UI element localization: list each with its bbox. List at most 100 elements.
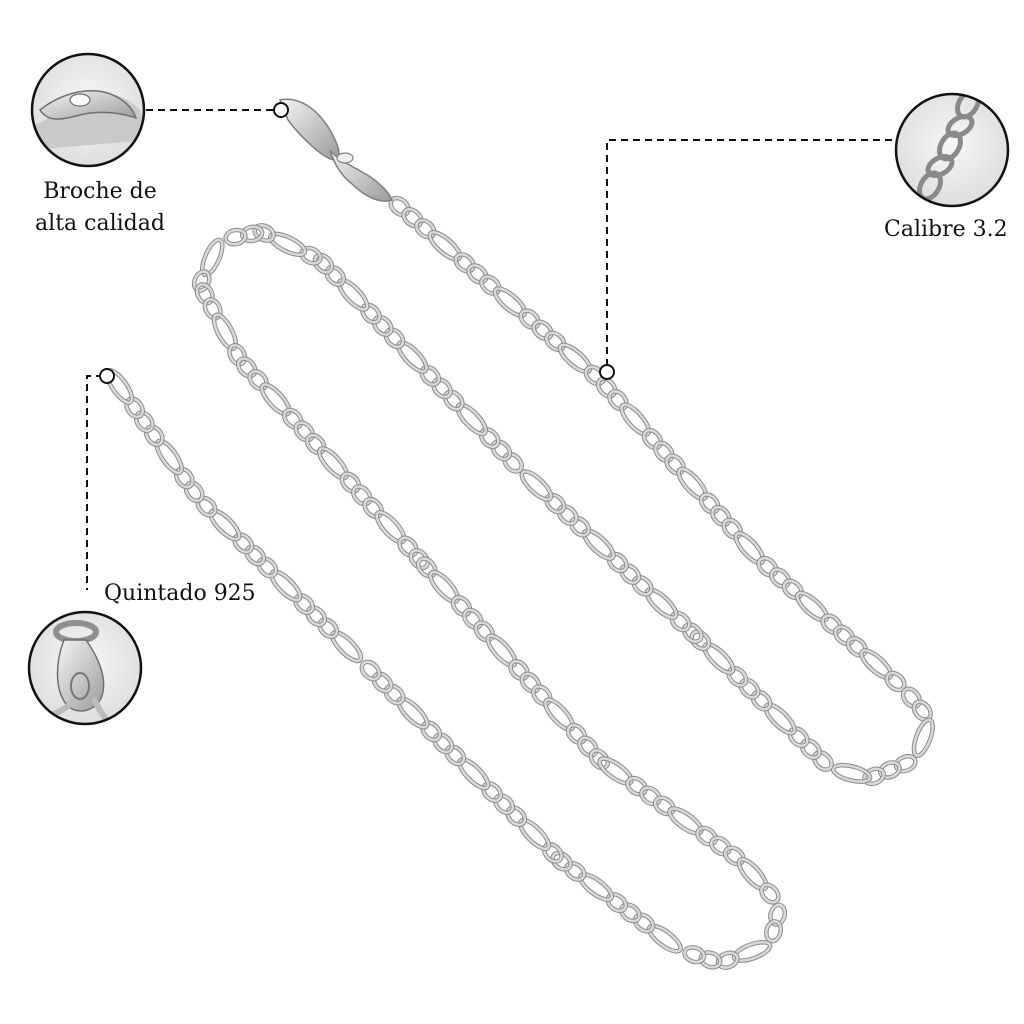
chain-link-highlight: [283, 408, 303, 429]
chain-link-highlight: [846, 637, 867, 657]
chain-link-highlight: [361, 303, 381, 324]
chain-link-highlight: [375, 511, 406, 544]
chain-link-highlight: [458, 758, 490, 790]
chain-link-highlight: [739, 678, 760, 699]
chain-link-highlight: [432, 378, 452, 399]
chain-link-highlight: [415, 219, 436, 239]
chain-link-highlight: [831, 763, 872, 783]
chain-link-highlight: [589, 749, 610, 770]
chain-link-highlight: [566, 723, 587, 744]
chain-link-highlight: [294, 594, 314, 614]
chain-link-highlight: [445, 745, 466, 766]
chain-link-highlight: [734, 532, 765, 565]
chain-link-highlight: [737, 858, 768, 891]
chain-link-highlight: [429, 570, 460, 603]
stamp-leader-line: [86, 375, 103, 590]
chain-link-highlight: [834, 625, 855, 646]
chain-link-highlight: [224, 228, 247, 246]
chain-link-highlight: [456, 403, 487, 436]
chain-link-highlight: [683, 946, 706, 964]
chain-link-highlight: [493, 287, 527, 317]
chain-link-highlight: [241, 225, 264, 243]
chain-link-highlight: [642, 428, 663, 450]
chain-link-highlight: [711, 505, 731, 527]
chain-link-highlight: [212, 313, 238, 351]
chain-link-highlight: [306, 606, 327, 627]
chain-link-highlight: [690, 630, 711, 651]
chain-link-highlight: [620, 903, 641, 923]
chain-link-highlight: [532, 685, 552, 706]
chain-link-highlight: [606, 893, 628, 913]
chain-link-highlight: [467, 264, 488, 284]
chain-link-highlight: [494, 794, 514, 814]
chain-link-highlight: [313, 253, 334, 274]
chain-link-highlight: [305, 433, 326, 455]
chain-link-highlight: [532, 320, 553, 340]
clasp-closeup-lens: [30, 52, 146, 168]
chain-link-highlight: [372, 315, 393, 336]
chain-link-highlight: [640, 786, 661, 806]
chain-link-highlight: [433, 733, 454, 754]
chain-link-highlight: [757, 556, 778, 577]
chain-link-highlight: [268, 232, 307, 256]
chain-link-highlight: [764, 703, 796, 735]
chain-link-highlight: [578, 736, 598, 757]
chain-link-highlight: [228, 344, 247, 366]
gauge-anchor-dot: [599, 364, 615, 380]
chain-link-highlight: [894, 754, 917, 773]
chain-link-highlight: [325, 265, 346, 286]
chain-link-highlight: [620, 564, 641, 584]
chain-link-highlight: [699, 951, 722, 969]
chain-link-highlight: [760, 883, 780, 904]
chain-link-highlight: [340, 472, 361, 493]
chain-link-highlight: [645, 588, 678, 619]
chain-link-highlight: [703, 643, 735, 674]
chain-link-highlight: [653, 796, 675, 816]
chain-link-highlight: [596, 377, 617, 398]
chain-link-highlight: [723, 846, 745, 866]
chain-link-highlight: [647, 924, 682, 953]
chain-link-highlight: [409, 549, 430, 570]
chain-link-highlight: [699, 493, 720, 514]
chain-link-highlight: [770, 568, 791, 588]
chain-link-highlight: [482, 782, 502, 802]
chain-link-highlight: [135, 411, 154, 433]
chain-link-highlight: [633, 913, 655, 933]
chain-link-highlight: [677, 467, 708, 501]
chain-link-highlight: [607, 552, 628, 573]
chain-link-highlight: [201, 238, 224, 277]
chain-link-highlight: [583, 529, 615, 560]
chain-link-highlight: [397, 697, 429, 729]
chain-link-highlight: [363, 497, 383, 518]
chain-link-highlight: [318, 447, 348, 480]
chain-link-highlight: [722, 518, 742, 539]
chain-link-highlight: [260, 383, 291, 416]
chain-link-highlight: [551, 851, 572, 871]
chain-link-highlight: [402, 208, 423, 228]
chain-link-highlight: [398, 536, 418, 557]
lobster-clasp: [278, 98, 393, 202]
clasp-callout-label: Broche de alta calidad: [30, 176, 170, 240]
chain-link-highlight: [570, 516, 590, 537]
chain-link-highlight: [564, 861, 586, 881]
chain-link-highlight: [598, 757, 633, 785]
chain-link-highlight: [175, 467, 194, 489]
chain-link-highlight: [236, 357, 257, 378]
chain-link-highlight: [821, 614, 842, 634]
chain-link-highlight: [860, 649, 893, 680]
chain-link-highlight: [696, 826, 717, 846]
chain-link-highlight: [184, 481, 204, 503]
chain-link-highlight: [506, 806, 527, 827]
clasp-anchor-dot: [273, 102, 289, 118]
chain-link-highlight: [710, 836, 731, 856]
chain-link-highlight: [337, 278, 369, 311]
chain-link-highlight: [885, 671, 906, 692]
chain-link-highlight: [557, 505, 578, 525]
chain-link-highlight: [879, 761, 901, 779]
chain-link-highlight: [420, 365, 441, 386]
chain-link-highlight: [626, 776, 647, 796]
chain-link-highlight: [360, 660, 381, 681]
gauge-leader-line: [606, 139, 896, 366]
